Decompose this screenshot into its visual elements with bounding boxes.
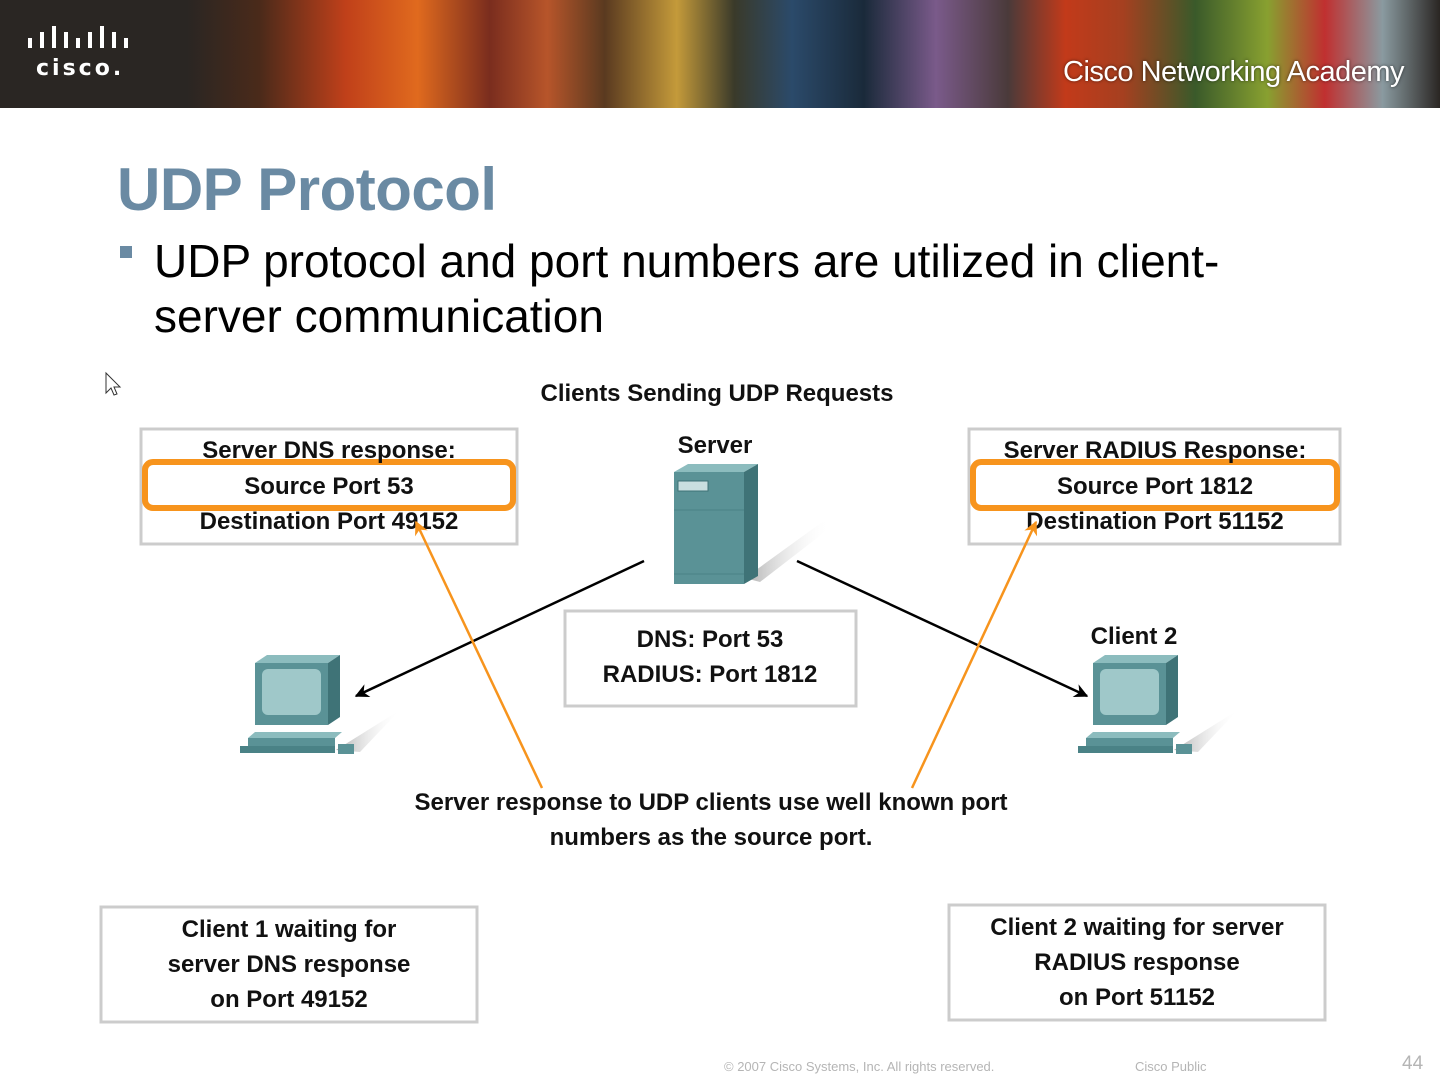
request-arrow-to-client1 [354,559,645,698]
client1-waiting-line1: Client 1 waiting for [182,916,397,943]
page-number: 44 [1402,1053,1424,1074]
udp-diagram: Clients Sending UDP Requests Server Clie [99,371,1342,1024]
ports-box-line1: DNS: Port 53 [637,626,784,653]
ports-box-line2: RADIUS: Port 1812 [603,661,818,688]
response-arrow-dns [414,520,544,789]
client2-waiting-line1: Client 2 waiting for server [990,914,1283,941]
header-banner: cisco. Cisco Networking Academy [0,0,1440,108]
client2-computer-icon [1078,655,1238,754]
server-label: Server [678,432,753,459]
dns-response-line2: Source Port 53 [244,473,413,500]
dns-response-box: Server DNS response: Source Port 53 Dest… [139,427,519,546]
cisco-bridge-bars-icon [28,26,128,48]
bullet-square-icon [120,246,132,258]
footer-classification: Cisco Public [1135,1059,1207,1074]
request-arrow-to-client2 [796,559,1089,698]
client2-waiting-line2: RADIUS response [1034,949,1239,976]
diagram-heading: Clients Sending UDP Requests [541,380,894,407]
client1-waiting-line3: on Port 49152 [210,986,367,1013]
radius-response-line2: Source Port 1812 [1057,473,1253,500]
note-line1: Server response to UDP clients use well … [414,789,1007,816]
response-arrow-radius [910,520,1038,789]
radius-response-line1: Server RADIUS Response: [1004,437,1307,464]
dns-response-line1: Server DNS response: [202,437,455,464]
client2-label: Client 2 [1091,623,1178,650]
client2-waiting-line3: on Port 51152 [1059,984,1215,1011]
cisco-logo: cisco. [26,26,136,86]
radius-response-line3: Destination Port 51152 [1026,508,1283,535]
note-line2: numbers as the source port. [550,824,873,851]
academy-title: Cisco Networking Academy [1063,56,1404,88]
radius-response-box: Server RADIUS Response: Source Port 1812… [967,427,1342,546]
client1-waiting-box: Client 1 waiting for server DNS response… [99,905,479,1024]
slide-title: UDP Protocol [117,156,497,223]
footer-copyright: © 2007 Cisco Systems, Inc. All rights re… [724,1059,995,1074]
client1-computer-icon [240,655,400,754]
mouse-cursor-icon [105,371,122,396]
client2-waiting-box: Client 2 waiting for server RADIUS respo… [947,903,1327,1022]
ports-box: DNS: Port 53 RADIUS: Port 1812 [563,609,858,708]
client1-waiting-line2: server DNS response [168,951,411,978]
cisco-logo-text: cisco. [36,56,125,81]
server-icon [674,464,830,584]
bullet-text: UDP protocol and port numbers are utiliz… [154,235,1220,342]
